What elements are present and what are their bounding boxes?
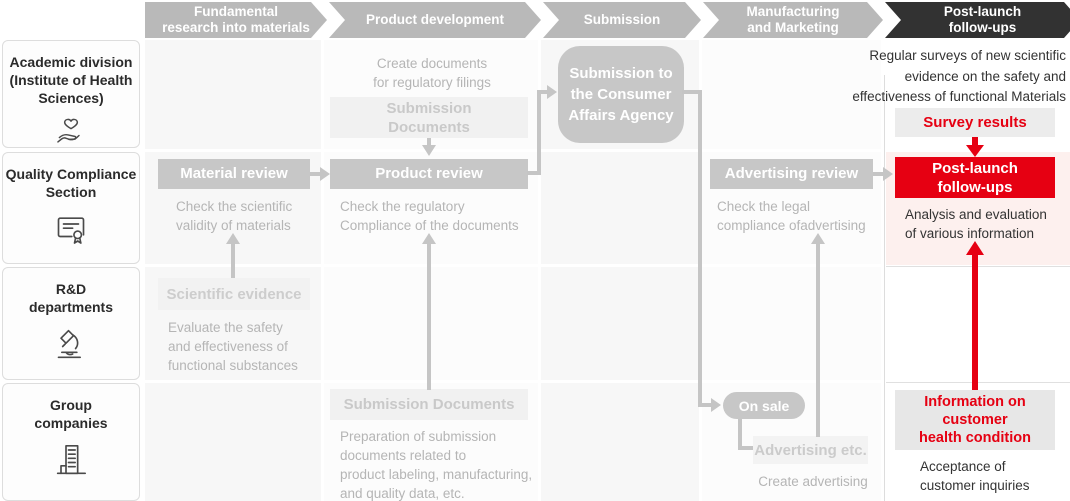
phase-product-development: Product development: [329, 2, 541, 38]
arrowhead-into-agency: [547, 85, 557, 99]
scientific-evidence-desc: Evaluate the safety and effectiveness of…: [168, 320, 298, 373]
advertising-review-desc: Check the legal compliance ofadvertising: [717, 199, 866, 233]
connector-agency-elbow-h2: [698, 403, 712, 407]
arrowhead-customerinfo-up: [966, 241, 984, 255]
org-card-academic-division: Academic division (Institute of Health S…: [2, 40, 140, 148]
connector-productreview-elbow-h2: [537, 90, 548, 94]
connector-customerinfo-up: [972, 254, 978, 390]
arrowhead-scievidence-up: [226, 233, 240, 244]
phase-manufacturing-marketing: Manufacturing and Marketing: [703, 2, 883, 38]
connector-survey-down: [972, 137, 978, 146]
building-icon: [56, 445, 86, 475]
connector-productreview-elbow-h1: [527, 171, 541, 175]
scientific-evidence-box: Scientific evidence: [158, 278, 310, 310]
create-documents-note: Create documents for regulatory filings: [373, 56, 491, 90]
hand-heart-icon: [57, 118, 80, 143]
phase-submission: Submission: [543, 2, 701, 38]
row-separator: [145, 264, 881, 267]
submission-agency-box: Submission to the Consumer Affairs Agenc…: [558, 46, 684, 143]
certificate-icon: [57, 217, 85, 244]
org-label: Quality Compliance Section: [5, 166, 137, 200]
survey-results-box: Survey results: [895, 108, 1055, 137]
material-review-box: Material review: [158, 159, 310, 189]
arrowhead-into-onsale: [711, 398, 721, 412]
row-separator: [886, 382, 1070, 383]
product-review-box: Product review: [330, 159, 528, 189]
post-launch-box: Post-launch follow-ups: [895, 157, 1055, 198]
row-separator: [886, 266, 1070, 267]
regular-surveys-note: Regular surveys of new scientific eviden…: [852, 48, 1066, 104]
connector-productreview-elbow-v: [537, 90, 541, 175]
product-review-desc: Check the regulatory Compliance of the d…: [340, 199, 519, 233]
connector-material-to-product: [310, 172, 322, 176]
connector-scievidence-up: [231, 243, 235, 278]
arrowhead-subdocs2-up: [422, 233, 436, 244]
arrowhead-advetc-up: [811, 233, 825, 244]
arrowhead-advertising-to-postlaunch: [883, 167, 893, 181]
post-launch-desc: Analysis and evaluation of various infor…: [905, 207, 1047, 241]
arrowhead-survey-down: [966, 145, 984, 157]
phase-fundamental-research: Fundamental research into materials: [145, 2, 327, 38]
connector-advetc-up: [816, 243, 820, 437]
submission-documents-desc: Preparation of submission documents rela…: [340, 429, 533, 501]
material-review-desc: Check the scientific validity of materia…: [176, 199, 293, 233]
arrowhead-subdocs-to-productreview: [422, 145, 436, 156]
advertising-etc-box: Advertising etc.: [753, 436, 868, 464]
row-separator: [145, 149, 881, 152]
connector-subdocs-to-productreview: [427, 138, 431, 146]
org-card-rd-departments: R&D departments: [2, 267, 140, 380]
advertising-review-box: Advertising review: [710, 159, 873, 189]
org-label: R&D departments: [28, 281, 114, 315]
post-launch-column-border: [884, 75, 885, 501]
customer-info-box: Information on customer health condition: [895, 390, 1055, 450]
org-label: Academic division (Institute of Health S…: [9, 54, 133, 106]
submission-documents-box-bottom: Submission Documents: [330, 389, 528, 420]
org-card-quality-compliance: Quality Compliance Section: [2, 152, 140, 264]
org-card-group-companies: Group companies: [2, 383, 140, 501]
microscope-icon: [57, 329, 81, 359]
connector-onsale-elbow-v: [738, 419, 742, 450]
arrowhead-material-to-product: [320, 167, 330, 181]
connector-onsale-elbow-h: [738, 446, 753, 450]
connector-advertising-to-postlaunch: [873, 172, 884, 176]
customer-info-desc: Acceptance of customer inquiries: [920, 459, 1030, 493]
row-separator: [145, 380, 881, 383]
connector-agency-elbow-v: [698, 90, 702, 407]
on-sale-box: On sale: [723, 392, 805, 419]
phase-post-launch: Post-launch follow-ups: [885, 2, 1070, 38]
create-advertising-note: Create advertising: [758, 474, 868, 489]
column-stripe-marketing: [702, 40, 881, 501]
connector-subdocs2-up: [427, 243, 431, 390]
connector-agency-elbow-h1: [682, 90, 702, 94]
org-label: Group companies: [34, 397, 108, 431]
submission-documents-box-top: Submission Documents: [330, 97, 528, 138]
